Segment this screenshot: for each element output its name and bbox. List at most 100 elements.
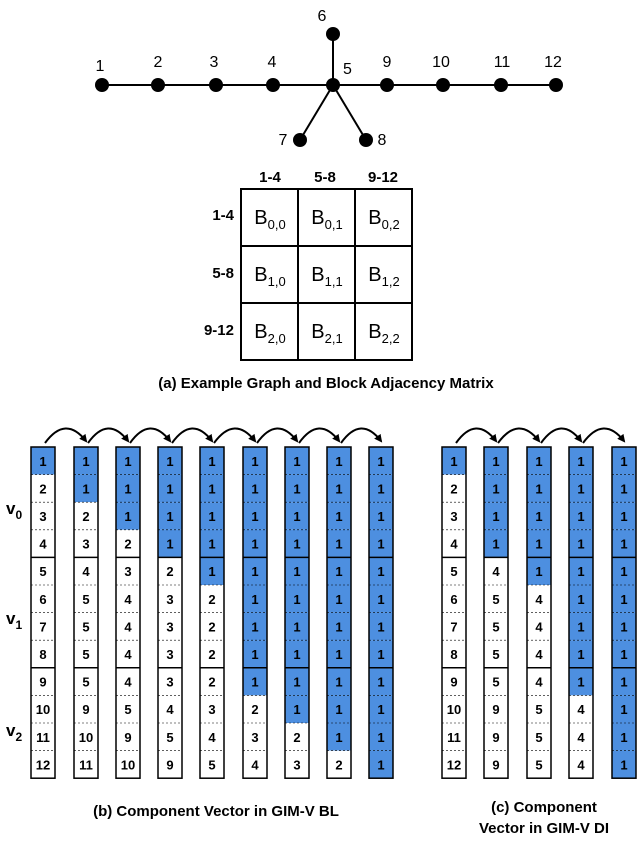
vector-cell-value: 1 bbox=[492, 454, 499, 469]
vector-cell bbox=[158, 474, 182, 503]
vector-cell bbox=[158, 529, 182, 558]
vector-cell-value: 1 bbox=[335, 647, 342, 662]
vector-border bbox=[483, 446, 509, 779]
vector-cell bbox=[527, 474, 551, 503]
vector-border bbox=[157, 446, 183, 779]
vector-cell bbox=[116, 447, 140, 475]
vector-cell-value: 1 bbox=[251, 481, 258, 496]
vector-cell bbox=[243, 502, 267, 530]
vector-cell-value: 3 bbox=[166, 675, 173, 690]
vector-border bbox=[242, 446, 268, 779]
vector-cell-value: 5 bbox=[82, 619, 89, 634]
vector-cell bbox=[442, 557, 466, 585]
vector-cell bbox=[369, 529, 393, 558]
vector-cell-value: 4 bbox=[124, 619, 132, 634]
vector-cell bbox=[569, 723, 593, 751]
vector-cell bbox=[484, 502, 508, 530]
vector-cell-value: 1 bbox=[335, 509, 342, 524]
vector-cell-value: 1 bbox=[535, 454, 542, 469]
graph-node-label: 11 bbox=[494, 54, 511, 71]
graph-node-label: 10 bbox=[432, 54, 450, 71]
vector-border bbox=[30, 446, 56, 779]
vector-cell bbox=[116, 585, 140, 613]
vector-cell bbox=[369, 695, 393, 723]
vector-cell-value: 1 bbox=[377, 619, 384, 634]
vector-cell-value: 1 bbox=[620, 537, 627, 552]
vector-cell-value: 2 bbox=[208, 675, 215, 690]
vector-cell bbox=[31, 667, 55, 696]
matrix-border bbox=[240, 188, 413, 361]
vector-cell bbox=[158, 640, 182, 668]
vector-cell bbox=[74, 474, 98, 503]
vector-cell-value: 4 bbox=[535, 592, 543, 607]
vector-cell bbox=[116, 474, 140, 503]
vector-cell bbox=[285, 612, 309, 641]
vector-cell bbox=[569, 557, 593, 585]
vector-cell-value: 3 bbox=[208, 702, 215, 717]
vector-cell-value: 5 bbox=[492, 592, 499, 607]
vector-cell-value: 1 bbox=[293, 702, 300, 717]
graph-node-label: 1 bbox=[96, 58, 105, 75]
vector-cell-value: 1 bbox=[620, 564, 627, 579]
vector-cell bbox=[327, 640, 351, 668]
vector-cell-value: 1 bbox=[166, 481, 173, 496]
vector-cell-value: 2 bbox=[293, 730, 300, 745]
vector-border bbox=[115, 446, 141, 779]
vector-cell bbox=[158, 612, 182, 641]
matrix-caption: (a) Example Graph and Block Adjacency Ma… bbox=[158, 375, 494, 392]
vector-cell bbox=[31, 612, 55, 641]
vector-cell bbox=[200, 750, 224, 779]
vector-cell bbox=[243, 447, 267, 475]
vector-cell-value: 1 bbox=[39, 454, 46, 469]
vector-cell bbox=[612, 474, 636, 503]
vector-cell-value: 1 bbox=[251, 454, 258, 469]
vector-cell bbox=[484, 557, 508, 585]
vector-cell bbox=[612, 529, 636, 558]
vector-cell bbox=[442, 750, 466, 779]
graph-node-1 bbox=[95, 78, 109, 92]
vector-cell bbox=[116, 612, 140, 641]
graph-node-label: 6 bbox=[318, 8, 327, 25]
vector-cell bbox=[442, 695, 466, 723]
vector-cell-value: 1 bbox=[208, 564, 215, 579]
vector-cell-value: 3 bbox=[166, 647, 173, 662]
vector-cell-value: 10 bbox=[121, 757, 135, 772]
matrix-col-header: 1-4 bbox=[259, 169, 281, 186]
vector-cell-value: 5 bbox=[82, 675, 89, 690]
graph-node-label: 9 bbox=[383, 54, 392, 71]
vector-cell bbox=[484, 695, 508, 723]
vector-cell bbox=[31, 557, 55, 585]
vector-cell bbox=[527, 447, 551, 475]
vector-cell bbox=[612, 750, 636, 779]
vector-cell-value: 4 bbox=[577, 702, 585, 717]
vector-cell-value: 4 bbox=[535, 675, 543, 690]
vector-cell bbox=[243, 529, 267, 558]
block-label-v1: v1 bbox=[6, 609, 22, 632]
vector-cell-value: 1 bbox=[620, 757, 627, 772]
vector-cell-value: 1 bbox=[577, 675, 584, 690]
vector-cell bbox=[442, 529, 466, 558]
graph-node-9 bbox=[380, 78, 394, 92]
matrix-row-header: 1-4 bbox=[212, 207, 234, 224]
vector-cell bbox=[243, 612, 267, 641]
vector-cell bbox=[116, 557, 140, 585]
vector-cell-value: 4 bbox=[535, 647, 543, 662]
vector-cell bbox=[200, 447, 224, 475]
vector-cell-value: 1 bbox=[535, 537, 542, 552]
vector-cell bbox=[116, 750, 140, 779]
vector-cell bbox=[569, 695, 593, 723]
vector-cell-value: 7 bbox=[450, 619, 457, 634]
vector-cell bbox=[243, 557, 267, 585]
vector-cell-value: 1 bbox=[577, 647, 584, 662]
graph-node-label: 5 bbox=[343, 61, 352, 78]
vector-cell bbox=[116, 667, 140, 696]
vector-cell-value: 1 bbox=[335, 537, 342, 552]
vector-cell-value: 1 bbox=[377, 454, 384, 469]
vector-cell-value: 2 bbox=[208, 592, 215, 607]
vector-cell bbox=[569, 640, 593, 668]
